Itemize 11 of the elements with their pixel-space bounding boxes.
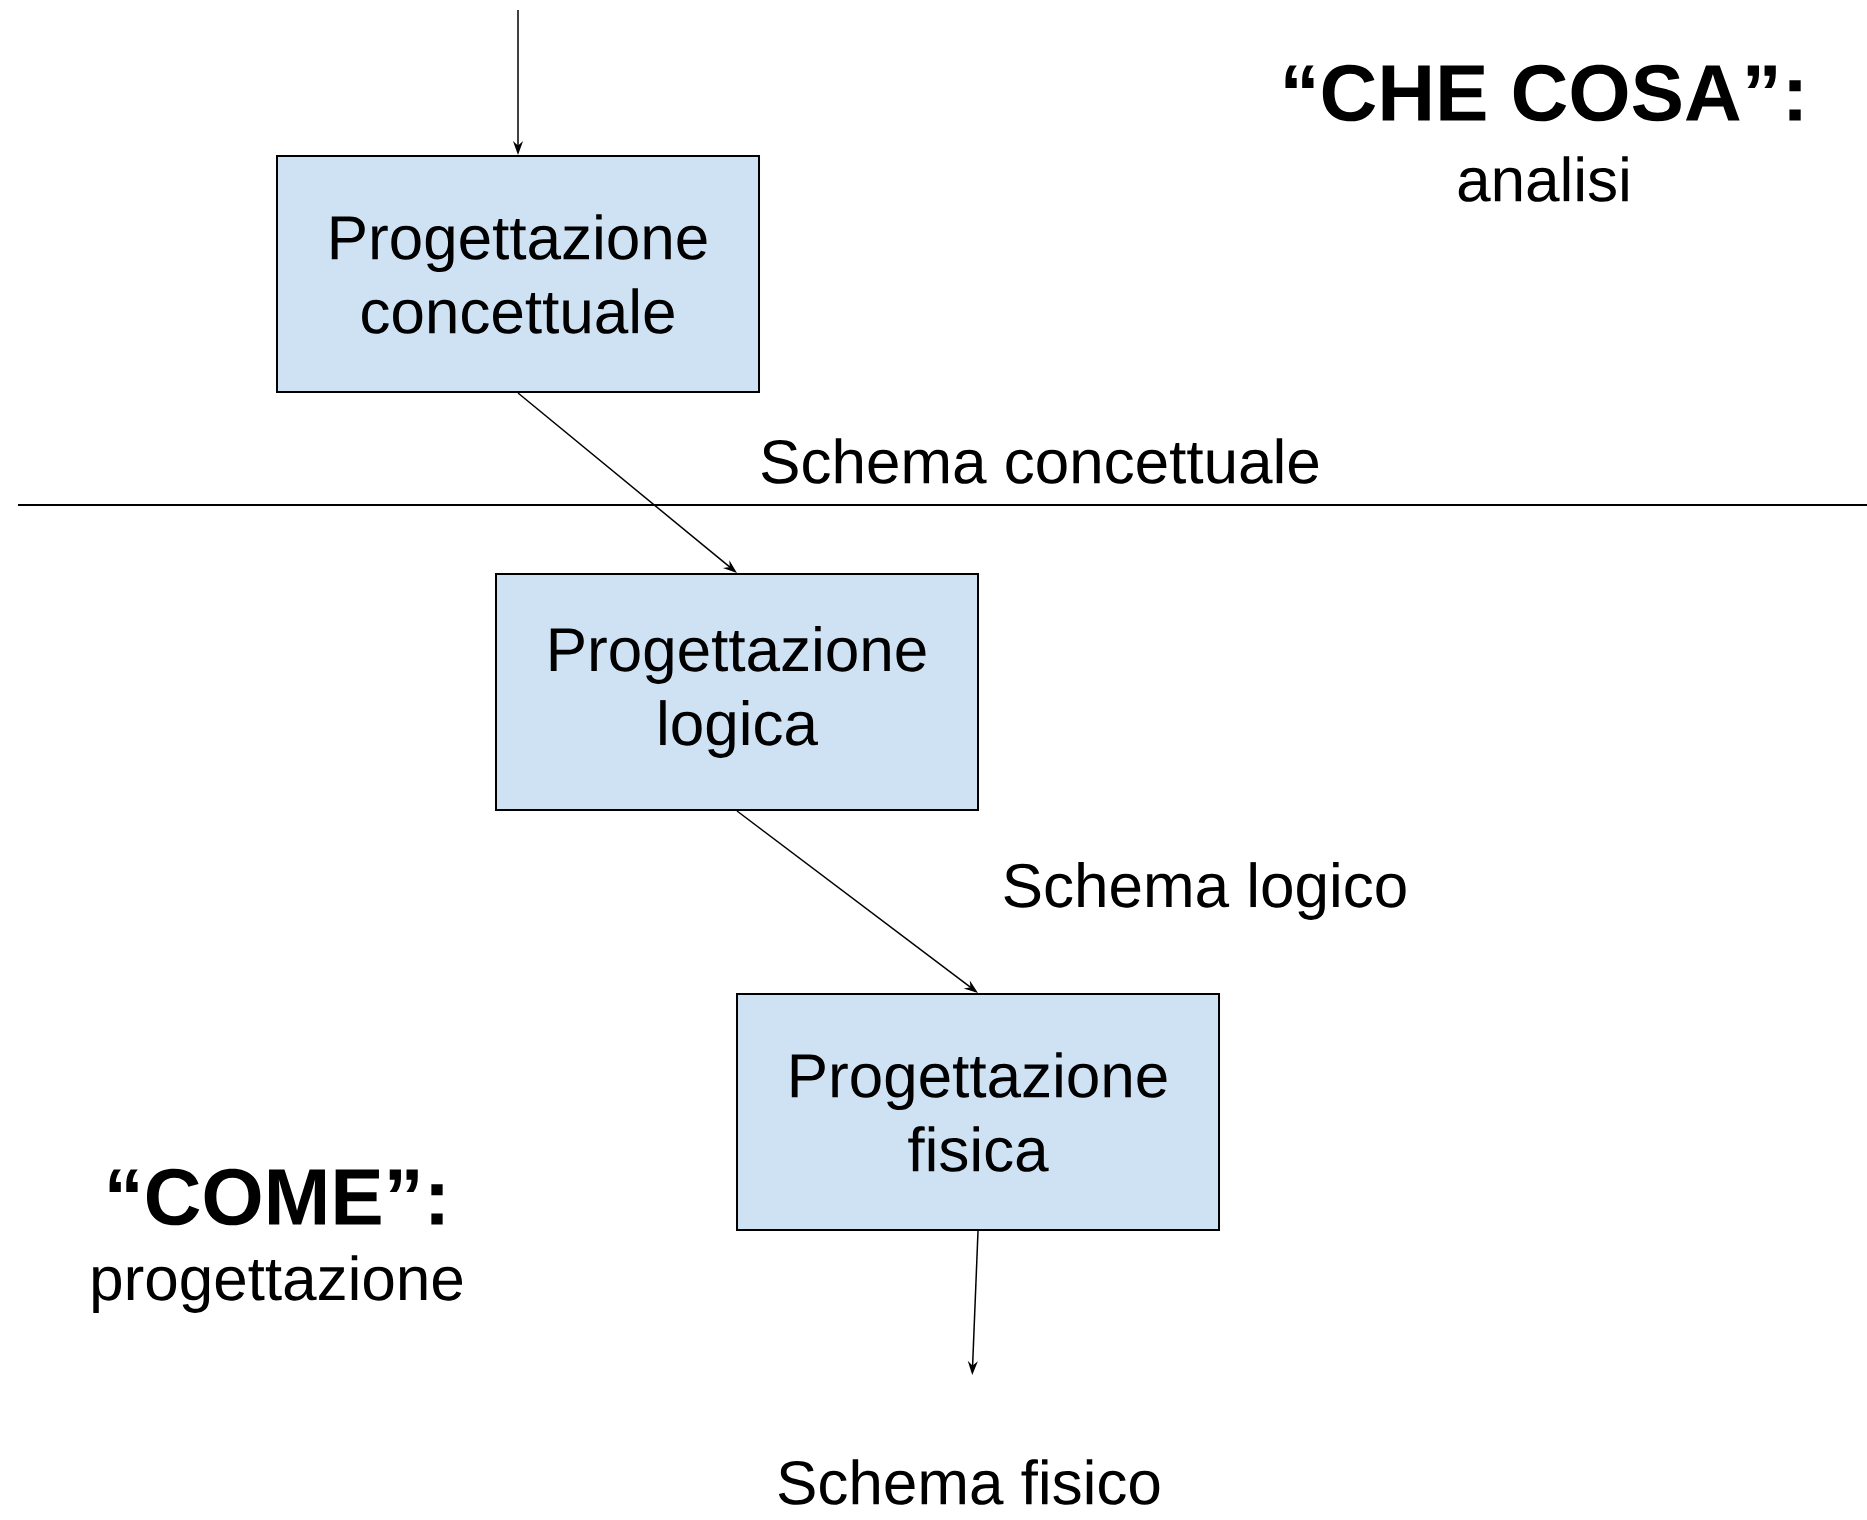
edge-label: Schema concettuale bbox=[761, 438, 1319, 484]
heading-text: “CHE COSA”: bbox=[1285, 64, 1801, 122]
process-box: Progettazione logica bbox=[495, 573, 979, 811]
label-text: analisi bbox=[1458, 156, 1628, 202]
arrow bbox=[517, 392, 737, 573]
process-box: Progettazione concettuale bbox=[276, 155, 760, 393]
process-box: Progettazione fisica bbox=[736, 993, 1220, 1231]
heading-text: “COME”: bbox=[109, 1168, 443, 1226]
output-text: Schema fisico bbox=[778, 1459, 1160, 1505]
label-text: progettazione bbox=[93, 1255, 463, 1313]
edge-label: Schema logico bbox=[1004, 862, 1406, 920]
